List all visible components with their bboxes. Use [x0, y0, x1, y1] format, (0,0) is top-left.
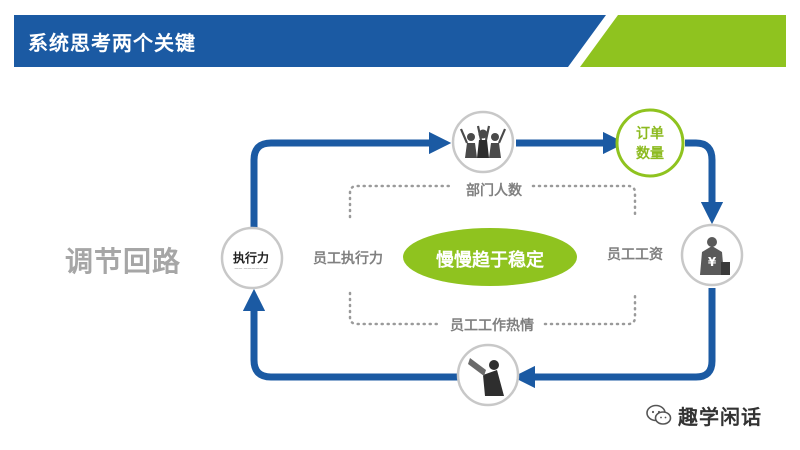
- execution-logo-icon: 执行力: [232, 251, 269, 265]
- svg-text:¥: ¥: [708, 255, 717, 269]
- inner-dotted-top-right: [531, 184, 637, 219]
- wechat-icon: [646, 404, 672, 425]
- header-shapes: [14, 15, 786, 67]
- watermark-text: 趣学闲话: [678, 404, 762, 429]
- employee-workload-label: 员工工作热情: [450, 318, 534, 334]
- center-label: 慢慢趋于稳定: [436, 250, 544, 271]
- page-title: 系统思考两个关键: [28, 31, 196, 55]
- employee-wage-label: 员工工资: [607, 247, 663, 263]
- arrow-execution-to-team: [250, 131, 452, 228]
- node-boss: [456, 343, 520, 407]
- order-quantity-label: 订单 数量: [636, 126, 664, 162]
- employee-execution-label: 员工执行力: [313, 251, 383, 267]
- node-execution: [220, 226, 284, 290]
- execution-logo-subline: —— ——————: [234, 266, 268, 271]
- coins-icon: ¥: [700, 237, 730, 275]
- arrow-wage-to-boss: [512, 288, 716, 389]
- node-order-quantity: [615, 108, 685, 178]
- center-ellipse: [403, 228, 577, 286]
- boss-megaphone-icon: [468, 358, 504, 396]
- watermark: 趣学闲话: [646, 400, 786, 430]
- arrow-boss-to-execution: [242, 288, 458, 381]
- node-wage: ¥: [680, 223, 744, 287]
- header-green-accent: [580, 15, 786, 67]
- department-headcount-label: 部门人数: [466, 183, 522, 199]
- inner-dotted-bottom-right: [543, 291, 637, 326]
- node-team: [451, 110, 515, 174]
- inner-dotted-bottom-left: [348, 291, 442, 326]
- header-banner: 系统思考两个关键: [0, 0, 800, 70]
- header-blue-bar: [14, 15, 606, 67]
- team-cheering-icon: [459, 125, 507, 158]
- arrow-order-to-wage: [685, 139, 724, 225]
- loop-title: 调节回路: [64, 245, 181, 278]
- inner-dotted-top-left: [348, 184, 454, 219]
